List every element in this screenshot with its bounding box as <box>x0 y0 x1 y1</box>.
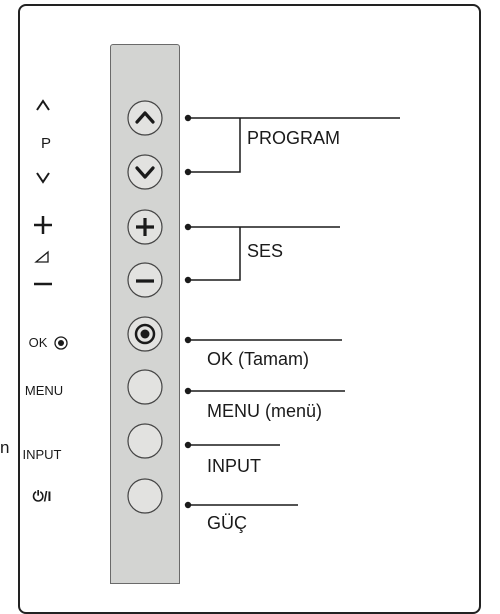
volume-callout: SES <box>247 241 284 261</box>
caret-up-icon <box>36 99 50 111</box>
volume-wedge-icon <box>34 250 49 263</box>
menu-callout: MENU (menü) <box>207 401 323 421</box>
ok-target-icon <box>54 336 68 350</box>
side-symbols <box>34 99 68 350</box>
buttons-and-leaders <box>127 100 400 514</box>
ok-callout: OK (Tamam) <box>207 349 310 369</box>
program-up-button <box>127 100 163 136</box>
power-side-label: ⏻/I <box>32 488 52 504</box>
power-callout: GÜÇ <box>207 513 247 533</box>
input-button <box>127 423 163 459</box>
caret-down-icon <box>36 172 50 184</box>
channel-label: P <box>40 135 51 152</box>
program-down-button <box>127 154 163 190</box>
chevron-up-icon <box>135 111 155 124</box>
menu-button <box>127 369 163 405</box>
input-callout: INPUT <box>207 456 261 476</box>
ok-side-label: OK <box>28 335 48 350</box>
cropped-text: n <box>0 438 10 457</box>
menu-side-label: MENU <box>24 383 64 398</box>
power-button <box>127 478 163 514</box>
chevron-down-icon <box>135 166 155 179</box>
program-callout: PROGRAM <box>247 128 341 148</box>
input-side-label: INPUT <box>22 447 62 462</box>
target-icon <box>134 323 156 345</box>
